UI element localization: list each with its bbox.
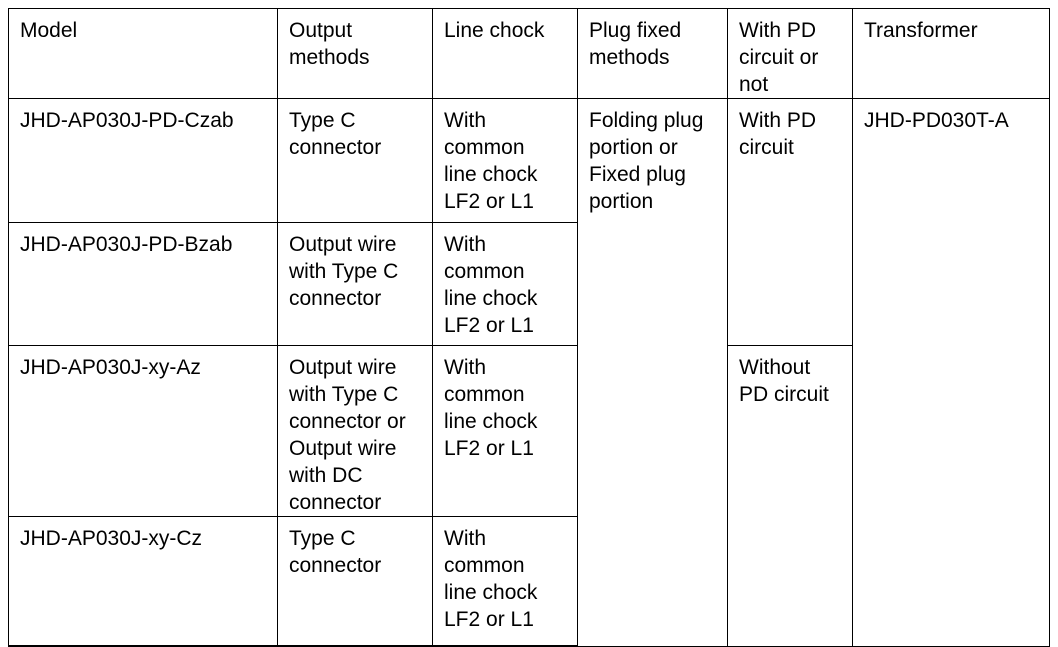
- cell-model: JHD-AP030J-xy-Az: [8, 345, 278, 517]
- column-header-pd-circuit: With PD circuit or not: [727, 8, 853, 99]
- cell-output: Type C connector: [277, 516, 433, 647]
- table-row: JHD-AP030J-xy-Cz Type C connector With c…: [8, 516, 1050, 647]
- cell-output: Type C connector: [277, 98, 433, 223]
- cell-line-chock: With common line chock LF2 or L1: [432, 516, 578, 647]
- cell-model: JHD-AP030J-xy-Cz: [8, 516, 278, 647]
- cell-output: Output wire with Type C connector or Out…: [277, 345, 433, 517]
- model-specification-table: Model Output methods Line chock Plug fix…: [8, 8, 1050, 647]
- table-header-row: Model Output methods Line chock Plug fix…: [8, 8, 1050, 99]
- table-row: JHD-AP030J-xy-Az Output wire with Type C…: [8, 345, 1050, 647]
- cell-pd-circuit-without: Without PD circuit: [727, 345, 853, 647]
- cell-line-chock: With common line chock LF2 or L1: [432, 222, 578, 346]
- cell-model: JHD-AP030J-PD-Czab: [8, 98, 278, 223]
- column-header-line-chock: Line chock: [432, 8, 578, 99]
- cell-pd-circuit-with: With PD circuit: [727, 98, 853, 346]
- column-header-transformer: Transformer: [852, 8, 1050, 99]
- cell-line-chock: With common line chock LF2 or L1: [432, 345, 578, 517]
- column-header-output: Output methods: [277, 8, 433, 99]
- cell-plug-fixed-methods: Folding plug portion or Fixed plug porti…: [577, 98, 728, 647]
- table-row: JHD-AP030J-PD-Bzab Output wire with Type…: [8, 222, 1050, 346]
- cell-output: Output wire with Type C connector: [277, 222, 433, 346]
- cell-model: JHD-AP030J-PD-Bzab: [8, 222, 278, 346]
- cell-transformer: JHD-PD030T-A: [852, 98, 1050, 647]
- column-header-plug-fixed: Plug fixed methods: [577, 8, 728, 99]
- column-header-model: Model: [8, 8, 278, 99]
- table-row: JHD-AP030J-PD-Czab Type C connector With…: [8, 98, 1050, 647]
- cell-line-chock: With common line chock LF2 or L1: [432, 98, 578, 223]
